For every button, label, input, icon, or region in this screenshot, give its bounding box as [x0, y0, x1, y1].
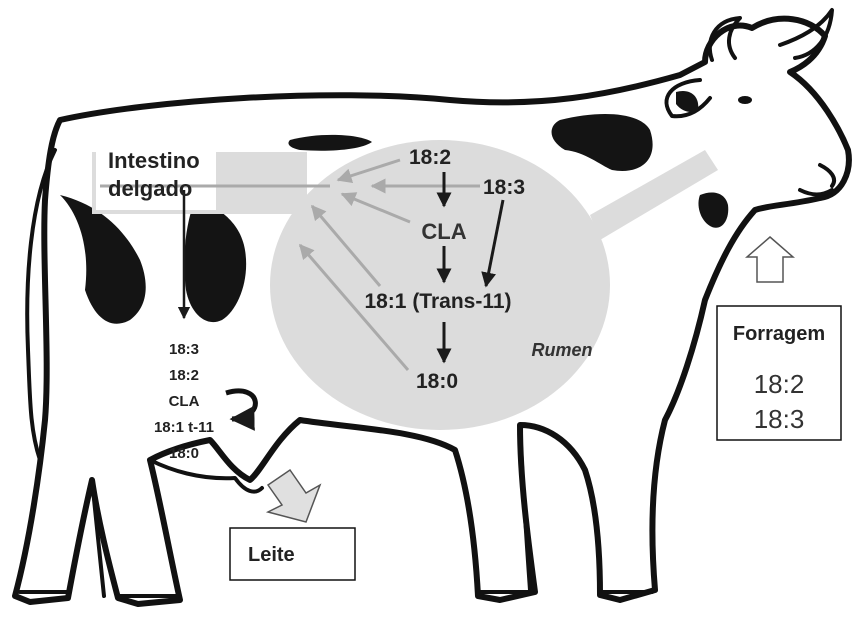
cow-muzzle	[800, 165, 834, 195]
milk-arrow	[268, 470, 320, 522]
rumen-title: Rumen	[531, 340, 592, 360]
cow-spot-flank	[184, 200, 246, 322]
rumen-label-18-1: 18:1 (Trans-11)	[364, 290, 511, 313]
intestine-item: 18:0	[169, 445, 199, 462]
rumen-label-cla: CLA	[421, 219, 466, 244]
rumen-label-18-0: 18:0	[416, 370, 458, 393]
intestine-label-line1: Intestino	[108, 148, 200, 173]
forage-item: 18:3	[754, 404, 805, 434]
milk-label: Leite	[248, 544, 295, 566]
rumen-label-18-2: 18:2	[409, 146, 451, 169]
cow-spot-shoulder	[698, 192, 728, 227]
cow-tail	[27, 150, 55, 460]
intestine-item: CLA	[169, 393, 200, 410]
cow-spot-back	[288, 135, 372, 151]
cow-eye	[738, 96, 752, 104]
intestine-item: 18:2	[169, 367, 199, 384]
forage-item: 18:2	[754, 369, 805, 399]
intestine-label-line2: delgado	[108, 176, 192, 201]
cow-spot-ear	[676, 91, 698, 112]
rumen-label-18-3: 18:3	[483, 176, 525, 199]
cow-spot-neck	[552, 114, 653, 171]
recycle-arrow	[226, 391, 255, 419]
intestine-item: 18:1 t-11	[154, 419, 214, 436]
intestine-item: 18:3	[169, 341, 199, 358]
cow-spot-rump	[60, 195, 146, 324]
forage-arrow	[747, 237, 793, 282]
forage-label: Forragem	[733, 323, 825, 345]
